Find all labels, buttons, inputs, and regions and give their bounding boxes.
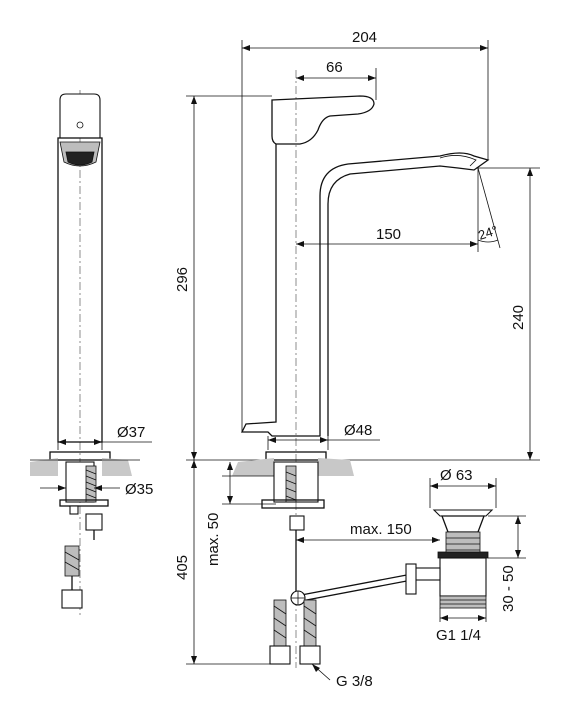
arrow (527, 452, 533, 460)
braid (303, 629, 317, 639)
thread (85, 481, 97, 487)
g114-label: G1 1/4 (436, 627, 481, 644)
side-counter-right (102, 458, 132, 476)
braid (303, 617, 317, 627)
braid (273, 617, 287, 627)
dim-66-label: 66 (326, 59, 343, 76)
arrow (227, 496, 233, 504)
waste-assembly: Ø 63 30 - 50 G1 1/4 (405, 467, 526, 644)
dim-204-label: 204 (352, 29, 377, 46)
arrow (470, 241, 478, 247)
arrow (242, 45, 250, 51)
waste-plug-body (441, 515, 485, 533)
g38-label: G 3/8 (336, 673, 373, 690)
arrow (478, 615, 486, 621)
front-flange (265, 451, 327, 461)
arrow (488, 483, 496, 489)
side-hose-nut-small (69, 505, 79, 515)
arrow (296, 241, 304, 247)
arrow (515, 550, 521, 558)
max50-label: max. 50 (205, 513, 222, 566)
front-spout-tip (439, 155, 477, 167)
arrow (58, 485, 66, 491)
angle-arc (477, 239, 499, 243)
arrow (191, 460, 197, 468)
dim-296-label: 296 (174, 267, 191, 292)
arrow (320, 437, 328, 443)
braid (273, 629, 287, 639)
thread (285, 471, 297, 477)
arrow (191, 452, 197, 460)
arrow (94, 485, 102, 491)
front-body-spout (240, 144, 490, 437)
side-handle-indicator (76, 121, 84, 129)
thread (285, 495, 297, 501)
front-rod-nut (289, 515, 305, 531)
arrow (94, 439, 102, 445)
thread (85, 487, 97, 493)
waste-outlet-thread (439, 595, 487, 609)
front-view: 204 66 24° 150 296 240 (174, 29, 540, 690)
front-mount-plate (261, 499, 325, 509)
front-counter-right (318, 458, 354, 476)
side-aerator-mesh (65, 151, 95, 166)
dim-240-label: 240 (510, 305, 527, 330)
thread (85, 493, 97, 499)
arrow (515, 516, 521, 524)
arrow (296, 75, 304, 81)
dim-63-label: Ø 63 (440, 467, 473, 484)
side-hole-dim-label: Ø35 (125, 481, 153, 498)
arrow (480, 45, 488, 51)
arrow (432, 537, 440, 543)
arrow (368, 75, 376, 81)
side-counter-left (30, 458, 58, 476)
side-handle (59, 93, 101, 139)
arrow (191, 656, 197, 664)
front-handle (271, 95, 375, 145)
waste-threaded-body (445, 531, 481, 555)
braid (273, 605, 287, 615)
side-hose-braid (64, 545, 80, 577)
arrow (268, 437, 276, 443)
arrow (440, 615, 448, 621)
arrow (296, 537, 304, 543)
side-view: Ø37 Ø35 (30, 90, 153, 615)
side-hose-end-nut (61, 589, 83, 609)
waste-plug-cap (432, 509, 494, 517)
arrow (191, 96, 197, 104)
arrow (527, 168, 533, 176)
dim-3050-label: 30 - 50 (500, 565, 517, 612)
waste-body (439, 557, 487, 597)
braid (64, 561, 80, 571)
hose-nut-right (299, 645, 321, 665)
dim-405-label: 405 (174, 555, 191, 580)
thread (85, 469, 97, 475)
waste-nut (437, 551, 489, 559)
linkage-rod-bottom (295, 579, 413, 603)
dim-150-label: 150 (376, 226, 401, 243)
waste-side-nut (405, 563, 417, 595)
side-hose-nut (85, 513, 103, 531)
braid (64, 551, 80, 561)
angle-label: 24° (476, 223, 499, 243)
side-base-dim-label: Ø37 (117, 424, 145, 441)
linkage-rod-top (295, 573, 413, 597)
side-mount-plate (59, 499, 109, 507)
dim-48-label: Ø48 (344, 422, 372, 439)
arrow (430, 483, 438, 489)
thread (285, 487, 297, 493)
angle-line-slant (477, 167, 501, 249)
thread (285, 479, 297, 485)
arrow (58, 439, 66, 445)
arrow (227, 462, 233, 470)
max150-label: max. 150 (350, 521, 412, 538)
hose-nut-left (269, 645, 291, 665)
arrow (312, 664, 320, 672)
front-counter-left (232, 458, 274, 476)
braid (303, 605, 317, 615)
thread (85, 475, 97, 481)
